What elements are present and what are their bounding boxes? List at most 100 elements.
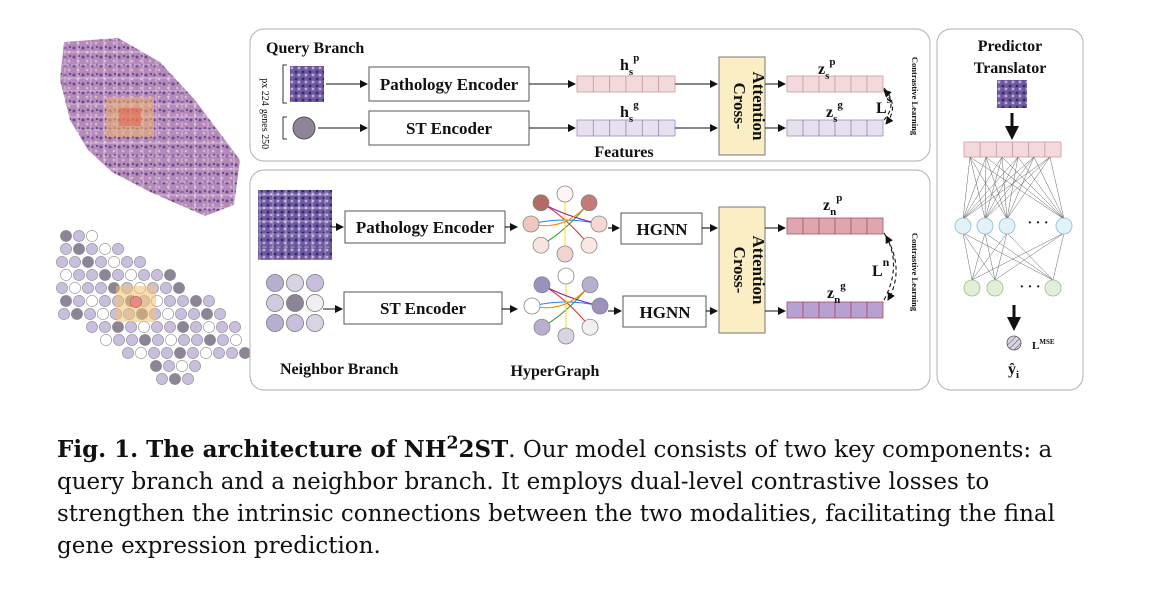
neighbor-spot	[306, 314, 324, 332]
mlp-edge	[994, 232, 1008, 281]
spot	[191, 334, 203, 346]
prediction-label: ŷi	[1008, 361, 1019, 381]
spot	[86, 321, 98, 333]
architecture-diagram: Query Branch px 224 genes 250 Pathology …	[56, 28, 1084, 391]
mlp-edge	[984, 232, 1054, 281]
mlp-edge	[962, 156, 971, 220]
predictor-patch-image	[997, 80, 1027, 108]
spot	[71, 308, 83, 320]
spot	[239, 347, 251, 359]
spot	[150, 360, 162, 372]
spot-array	[56, 230, 251, 385]
spot	[69, 282, 81, 294]
spot	[86, 295, 98, 307]
mlp-edge	[1052, 232, 1065, 281]
spot	[201, 308, 213, 320]
spot	[121, 256, 133, 268]
spot	[73, 295, 85, 307]
spot	[58, 308, 70, 320]
spot	[60, 243, 72, 255]
mlp-edge	[984, 232, 996, 281]
feature-cell	[866, 301, 884, 319]
spot	[151, 321, 163, 333]
spot	[86, 269, 98, 281]
spot	[95, 256, 107, 268]
spot	[99, 321, 111, 333]
hypergraph-node	[532, 194, 550, 212]
feature-cell	[609, 119, 627, 137]
spot	[139, 334, 151, 346]
feature-cell	[802, 75, 820, 93]
query-contrastive-label: Contrastive Learning	[910, 57, 920, 136]
mlp-dots-2: · · ·	[1019, 280, 1040, 295]
query-loss-label: Ls	[876, 92, 892, 117]
spot	[216, 321, 228, 333]
spot	[151, 269, 163, 281]
spot	[73, 243, 85, 255]
mlp-edge	[985, 156, 1008, 220]
mlp-edge	[962, 156, 1019, 220]
query-st-encoder	[368, 110, 530, 146]
neighbor-spot	[306, 294, 324, 312]
neighbor-st-encoder-label: ST Encoder	[380, 299, 467, 318]
zn-g-label: zng	[827, 280, 846, 306]
spot	[164, 321, 176, 333]
feature-cell	[576, 75, 594, 93]
spot	[69, 256, 81, 268]
spot	[82, 282, 94, 294]
zs-p-feature-vector	[786, 75, 884, 93]
spot	[165, 334, 177, 346]
feature-cell	[995, 141, 1013, 158]
spot	[112, 269, 124, 281]
neighbor-spot	[286, 294, 304, 312]
spot	[161, 347, 173, 359]
neighbor-spot	[266, 314, 284, 332]
hypergraph-node	[523, 297, 541, 315]
feature-cell	[609, 75, 627, 93]
hypergraph-node	[556, 245, 574, 263]
mlp-edge	[971, 232, 1065, 281]
spot	[178, 334, 190, 346]
feature-cell	[850, 217, 868, 235]
spot	[84, 308, 96, 320]
spot	[99, 269, 111, 281]
feature-cell	[592, 119, 611, 137]
mse-loss-label: LMSE	[1032, 338, 1055, 352]
mlp-dots-1: · · ·	[1027, 216, 1048, 231]
hypergraph-node	[557, 267, 575, 285]
predictor-panel	[936, 28, 1084, 391]
spot	[100, 334, 112, 346]
spot	[230, 334, 242, 346]
hypergraph-title: HyperGraph	[511, 363, 600, 380]
features-label: Features	[594, 144, 653, 161]
hs-g-feature-vector	[576, 119, 676, 137]
hypergraph-node	[591, 297, 609, 315]
spot	[73, 269, 85, 281]
spot	[173, 282, 185, 294]
mlp-edge	[1049, 156, 1065, 220]
hidden-neuron	[998, 217, 1016, 235]
spot	[214, 308, 226, 320]
spot	[156, 373, 168, 385]
caption-text: . Our model consists of two key componen…	[57, 437, 1055, 559]
hypergraph-node	[580, 236, 598, 254]
spot	[99, 295, 111, 307]
hidden-neuron	[954, 217, 972, 235]
spot	[217, 334, 229, 346]
neighbor-cross-attention-label: Cross-Attention	[730, 236, 768, 305]
spot	[99, 243, 111, 255]
query-spot	[130, 296, 142, 308]
hgnn-label-2: HGNN	[640, 303, 692, 322]
spot	[97, 308, 109, 320]
feature-cell	[850, 119, 868, 137]
spot	[60, 230, 72, 242]
feature-cell	[658, 75, 676, 93]
spot	[203, 321, 215, 333]
spot	[213, 347, 225, 359]
mlp-edge	[971, 232, 1008, 281]
feature-cell	[802, 217, 820, 235]
spot	[95, 282, 107, 294]
spot	[229, 321, 241, 333]
feature-cell	[1028, 141, 1046, 158]
hypergraph-node	[532, 236, 550, 254]
